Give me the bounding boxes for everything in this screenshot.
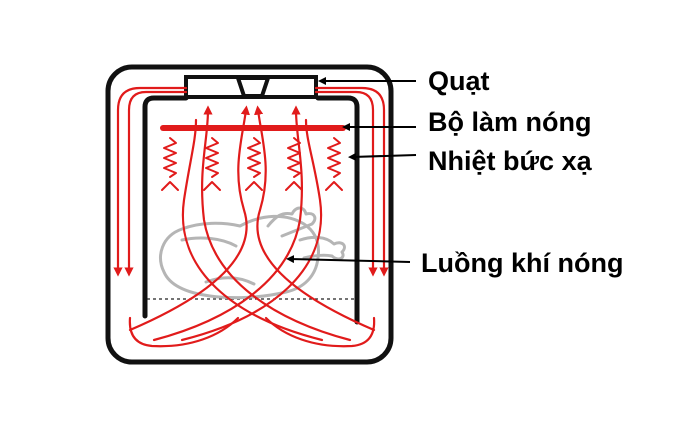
pointer-radiant-heat	[348, 152, 417, 161]
airflow-cross-4	[201, 105, 352, 342]
airflow-cross-1	[128, 105, 250, 332]
radiant-wave	[325, 137, 343, 191]
basket-right-wall	[315, 95, 360, 325]
roast-chicken-icon	[159, 206, 346, 300]
label-radiant-heat: Nhiệt bức xạ	[428, 146, 593, 176]
fryer-outer-housing	[105, 64, 394, 365]
radiant-wave	[285, 137, 303, 191]
airflow-cross-3	[152, 105, 303, 342]
radiant-wave	[203, 137, 221, 191]
label-hot-air-flow: Luồng khí nóng	[421, 248, 623, 278]
airflow-side-right-inner	[314, 90, 378, 277]
label-fan: Quạt	[428, 66, 490, 96]
airflow-side-left-outer	[113, 86, 188, 277]
airflow-cross-2	[254, 105, 376, 332]
fan-housing-icon	[184, 75, 318, 99]
airflow-cross-6	[181, 118, 324, 342]
airflow-bottom-loop-right	[264, 316, 376, 348]
airflow-bottom-loop-left	[128, 316, 240, 348]
basket-left-wall	[142, 95, 189, 319]
hot-air-flow-lines	[113, 86, 389, 348]
airflow-cross-5	[180, 118, 323, 342]
radiant-wave	[161, 137, 179, 191]
airflow-side-right-outer	[314, 86, 389, 277]
label-pointers	[286, 77, 417, 264]
label-heater: Bộ làm nóng	[428, 107, 592, 137]
radiant-heat-waves	[161, 137, 343, 191]
radiant-wave	[245, 137, 263, 191]
airflow-side-left-inner	[124, 90, 188, 277]
pointer-hot-air-flow	[286, 255, 411, 264]
